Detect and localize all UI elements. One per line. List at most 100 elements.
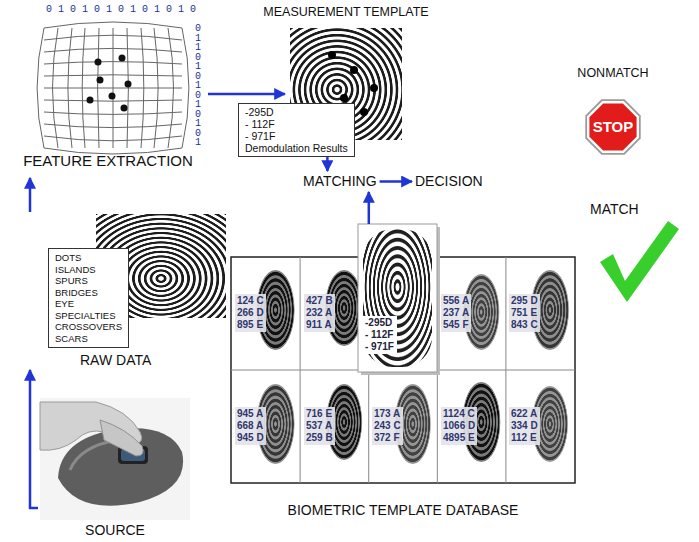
flow-arrow [208, 93, 285, 96]
node-text: SOURCE [85, 522, 145, 538]
minutia-dot [370, 84, 378, 92]
node-text: - 112F [245, 118, 348, 130]
node-text: 1066 D [443, 420, 475, 432]
template-cell: 1124 C1066 D4895 E [438, 371, 504, 481]
node-text: 945 D [237, 432, 264, 444]
text-group: 173 A243 C372 F [372, 407, 403, 445]
template-card: -295D- 112F- 971F [358, 224, 437, 372]
flow-arrow [368, 192, 371, 224]
feature-dot [95, 59, 102, 66]
node-text: BRIDGES [55, 287, 122, 299]
binary-code: 0 1 1 0 1 0 1 0 1 0 1 0 1 [195, 24, 202, 148]
template-cell: 173 A243 C372 F [369, 371, 435, 481]
database-grid [231, 224, 575, 483]
demodulation-box: -295D- 112F- 971FDemodulation Results [238, 103, 355, 157]
text-group: MATCH [590, 201, 639, 218]
grid-line [127, 28, 128, 148]
node-text: MATCHING [303, 173, 377, 190]
text-group: NONMATCH [577, 66, 648, 81]
node-text: 427 B [306, 295, 333, 307]
photo-ground [40, 398, 190, 520]
template-cell: 716 E537 A259 B [301, 371, 367, 481]
minutia-dot [328, 51, 336, 59]
check-mark [600, 221, 679, 302]
node-text: ISLANDS [55, 264, 122, 276]
node-text: 112 E [511, 432, 538, 444]
text-group: -295D- 112F- 971F [362, 316, 397, 354]
node-text: 843 C [511, 319, 538, 331]
minutia-dot [340, 94, 348, 102]
node-text: 668 A [237, 420, 264, 432]
node-text: 266 D [237, 307, 264, 319]
node-text: 232 A [306, 307, 333, 319]
text-group: BIOMETRIC TEMPLATE DATABASE [288, 502, 519, 519]
mouse-highlight [70, 440, 118, 470]
node-text: 124 C [237, 295, 264, 307]
text-group: FEATURE EXTRACTION [23, 152, 193, 169]
grid-line [53, 28, 59, 148]
text-group: 1124 C1066 D4895 E [441, 407, 477, 445]
text-group: 556 A237 A545 F [441, 294, 471, 332]
grid-line [141, 28, 144, 148]
node-text: CROSSOVERS [55, 321, 122, 333]
text-group: STOP [575, 118, 651, 136]
feature-dot [87, 97, 94, 104]
text-group: 295 D751 E843 C [509, 294, 540, 332]
feature-dot [97, 77, 104, 84]
source-panel: SOURCE [38, 398, 192, 542]
node-text: SPURS [55, 275, 122, 287]
node-text: 1124 C [443, 408, 475, 420]
node-text: BIOMETRIC TEMPLATE DATABASE [288, 502, 519, 519]
text-group: MATCHING [303, 173, 377, 190]
node-text: 295 D [511, 295, 538, 307]
stop-sign-node: NONMATCH STOP [575, 66, 651, 158]
flow-arrow [30, 370, 38, 508]
grid-line [168, 28, 174, 148]
node-text: 622 A [511, 408, 538, 420]
grid-line [182, 28, 189, 148]
match-node: MATCH [588, 200, 641, 219]
node-text: 556 A [443, 295, 469, 307]
flow-arrow [29, 178, 32, 212]
text-group: DOTSISLANDSSPURSBRIDGESEYESPECIALTIESCRO… [48, 248, 129, 348]
grid-line [82, 28, 85, 148]
text-group: 124 C266 D895 E [235, 294, 266, 332]
node-text: 895 E [237, 319, 264, 331]
text-group: 716 E537 A259 B [304, 407, 335, 445]
grid-line [37, 28, 44, 148]
node-text: 237 A [443, 307, 469, 319]
measurement-template-panel: MEASUREMENT TEMPLATE-295D- 112F- 971FDem… [285, 4, 407, 154]
text-group: RAW DATA [80, 352, 151, 368]
node-text: - 971F [245, 130, 348, 142]
node-text: SCARS [55, 333, 122, 345]
stop-border [587, 101, 639, 153]
text-group: 945 A668 A945 D [235, 407, 266, 445]
process-label: DECISION [412, 171, 486, 192]
node-text: 4895 E [443, 432, 475, 444]
feature-dot [119, 55, 126, 62]
node-text: -295D [365, 317, 394, 329]
template-cell: 622 A334 D112 E [506, 371, 572, 481]
minutia-dot [350, 66, 358, 74]
warped-grid [37, 22, 189, 154]
node-text: EYE [55, 298, 122, 310]
node-text: - 971F [365, 341, 394, 353]
node-text: NONMATCH [577, 66, 648, 81]
node-text: STOP [593, 118, 634, 136]
grid-line [68, 28, 72, 148]
node-text: RAW DATA [80, 352, 151, 368]
node-text: DOTS [55, 252, 122, 264]
stop-rim [585, 99, 640, 154]
node-text: Demodulation Results [245, 142, 348, 154]
template-cell: 124 C266 D895 E [232, 258, 298, 368]
flow-arrow [380, 180, 412, 183]
process-label: MATCHING [300, 171, 380, 192]
grid-line [154, 28, 158, 148]
grid-line [44, 22, 182, 28]
node-text: 243 C [374, 420, 401, 432]
node-text: 259 B [306, 432, 333, 444]
text-group: MEASUREMENT TEMPLATE [263, 4, 428, 20]
template-cell: 945 A668 A945 D [232, 371, 298, 481]
template-cell: 427 B232 A911 A [301, 258, 367, 368]
mouse-scanner [40, 398, 190, 520]
